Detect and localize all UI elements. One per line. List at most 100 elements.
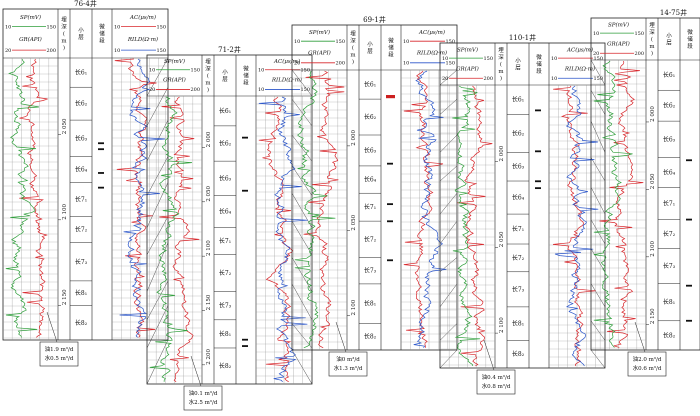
layer-correlation-line: [439, 134, 458, 153]
test-result-box: [183, 385, 223, 411]
layer-label: 长7₃: [75, 258, 88, 266]
ac-range-max: 150: [593, 56, 603, 62]
sp-range-min: 10: [593, 31, 599, 37]
stage-mark: [387, 259, 393, 262]
stage-mark: [535, 150, 541, 153]
sp-gr-track-grid: [591, 60, 646, 350]
layer-label: 长6₁: [663, 71, 675, 79]
result-pointer: [190, 355, 202, 387]
rild-curve: [258, 96, 308, 383]
stage-mark: [686, 159, 692, 162]
layer-label: 长8₂: [663, 331, 676, 339]
top-correlation-line: [590, 59, 606, 86]
layer-correlation-line: [439, 257, 458, 272]
layer-label: 长6₄: [512, 194, 525, 202]
result-pointer: [46, 311, 58, 343]
ac-rild-track-grid: [549, 85, 605, 368]
sp-range-min: 10: [149, 67, 155, 73]
layer-correlation-line: [146, 242, 169, 292]
well-panel-4: 14-75井SP(mV)10150GR(API)20200埋深(m)小层微储段A…: [590, 8, 700, 377]
layer-label: 长7₃: [512, 285, 525, 293]
layer-label: 长6₄: [663, 168, 676, 176]
sp-header-label: SP(mV): [457, 46, 478, 53]
layer-header-label: 小层: [222, 68, 228, 83]
layer-label: 长7₃: [663, 262, 676, 270]
stage-mark-highlight: [386, 95, 395, 99]
well-name: 14-75井: [660, 8, 687, 17]
gr-range-min: 20: [593, 51, 599, 57]
layer-header-label: 小层: [666, 32, 672, 47]
layer-label: 长7₁: [219, 237, 231, 245]
layer-label: 长8₁: [219, 330, 231, 338]
ac-range-max: 150: [156, 25, 166, 31]
layer-correlation-line: [146, 87, 169, 126]
layer-label: 长7₂: [512, 254, 525, 262]
base-correlation-line: [146, 339, 169, 385]
sp-range-min: 10: [442, 56, 448, 62]
layer-label: 长6₄: [364, 176, 377, 184]
test-result-line: 油0 m³/d: [336, 355, 360, 363]
layer-correlation-line: [291, 283, 313, 320]
top-correlation-line: [439, 69, 458, 86]
depth-label: 2 050: [650, 173, 656, 189]
layer-label: 长6₂: [512, 129, 525, 137]
layer-correlation-line: [146, 182, 169, 228]
layer-correlation-line: [439, 98, 458, 115]
layer-label: 长8₁: [364, 300, 376, 308]
sp-header-label: SP(mV): [608, 21, 629, 28]
sp-range-max: 150: [634, 31, 644, 37]
stage-header-label: 微储段: [243, 65, 249, 87]
sp-curve: [149, 96, 193, 382]
layer-correlation-line: [439, 283, 458, 308]
layer-label: 长8₂: [75, 319, 88, 327]
test-result-line: 水0.6 m³/d: [633, 364, 662, 372]
layer-correlation-line: [590, 157, 606, 182]
rild-header-label: RILD(Ω·m): [416, 49, 447, 56]
gr-range-max: 200: [190, 87, 200, 93]
stage-mark: [242, 345, 248, 347]
test-result-line: 水2.5 m³/d: [189, 398, 218, 406]
test-result-box: [328, 351, 368, 377]
rild-header-label: RILD(Ω·m): [127, 36, 158, 43]
result-pointer: [634, 321, 646, 353]
depth-label: 2 100: [499, 317, 505, 333]
gr-curve: [159, 96, 200, 383]
layer-label: 长7₁: [512, 225, 524, 233]
layer-correlation-line: [146, 216, 169, 255]
layer-label: 长8₂: [364, 333, 377, 341]
gr-header-label: GR(API): [308, 49, 331, 56]
depth-label: 2 050: [499, 231, 505, 247]
stage-mark: [242, 189, 248, 192]
rild-range-max: 150: [156, 48, 166, 54]
layer-label: 长8₁: [512, 320, 524, 328]
layer-correlation-line: [146, 119, 169, 162]
sp-curve: [294, 70, 336, 349]
rild-range-min: 10: [403, 61, 409, 67]
well-name: 110-1井: [509, 33, 536, 42]
rild-curve: [413, 70, 447, 348]
sp-range-max: 150: [335, 39, 345, 45]
sp-curve: [593, 60, 633, 348]
stage-mark: [535, 187, 541, 190]
ac-range-min: 10: [114, 25, 120, 31]
stage-mark: [242, 136, 248, 139]
layer-correlation-line: [291, 98, 313, 127]
layer-correlation-line: [146, 305, 169, 349]
gr-curve: [457, 85, 493, 367]
well-frame: [291, 24, 458, 351]
layer-label: 长7₂: [219, 269, 232, 277]
gr-range-min: 20: [294, 61, 300, 67]
layer-label: 长7₂: [364, 235, 377, 243]
layer-label: 长8₁: [75, 289, 87, 297]
layer-label: 长8₂: [512, 350, 525, 358]
layer-correlation-line: [291, 134, 313, 162]
depth-header-label: 埋深(m): [205, 58, 211, 94]
layer-correlation-line: [590, 90, 606, 115]
depth-label: 2 050: [62, 118, 68, 134]
test-result-line: 水1.3 m³/d: [334, 364, 363, 372]
depth-header-label: 埋深(m): [649, 21, 655, 57]
gr-header-label: GR(API): [19, 36, 42, 43]
